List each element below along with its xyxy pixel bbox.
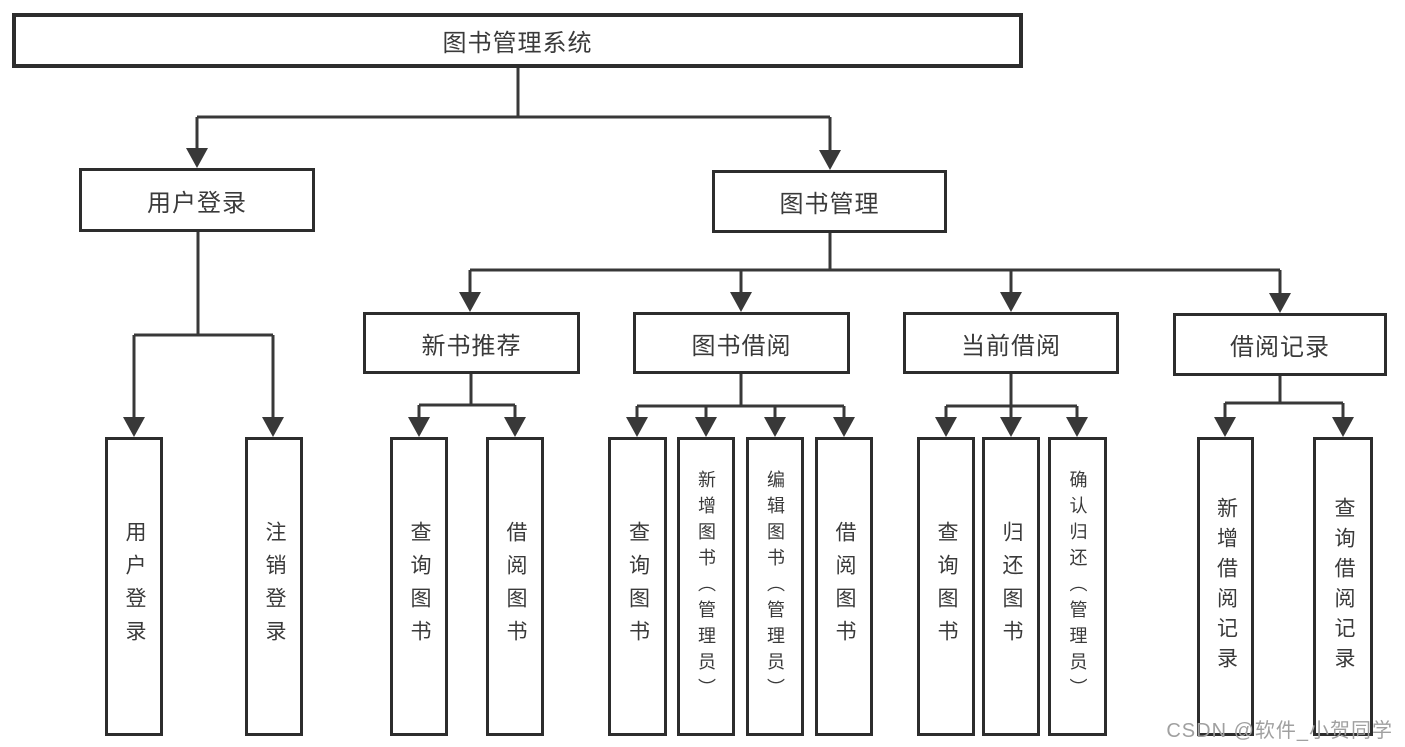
csdn-watermark: CSDN @软件_小贺同学 [1166,720,1393,742]
leaf-logout-login: 注销登录 [245,437,303,736]
leaf-records-add-record: 新增借阅记录 [1197,437,1254,736]
connector-current-to-leaves [935,372,1088,437]
node-user-login: 用户登录 [79,168,315,232]
connector-recommend-to-leaves [408,372,526,437]
node-book-management: 图书管理 [712,170,947,233]
leaf-current-confirm-return-admin: 确认归还（管理员） [1048,437,1107,736]
leaf-current-query-books: 查询图书 [917,437,975,736]
node-borrowing-records: 借阅记录 [1173,313,1387,376]
node-current-borrowing: 当前借阅 [903,312,1119,374]
node-new-book-recommend: 新书推荐 [363,312,580,374]
connector-mgmt-to-level3 [459,231,1291,313]
connector-borrow-to-leaves [626,372,855,437]
connector-root-to-level2 [186,66,841,170]
leaf-recommend-query-books: 查询图书 [390,437,448,736]
leaf-current-return-books: 归还图书 [982,437,1040,736]
node-library-management-system: 图书管理系统 [12,13,1023,68]
leaf-recommend-borrow-books: 借阅图书 [486,437,544,736]
connector-user-to-leaves [123,230,284,437]
leaf-borrow-borrow-books: 借阅图书 [815,437,873,736]
leaf-borrow-query-books: 查询图书 [608,437,667,736]
leaf-borrow-edit-books-admin: 编辑图书（管理员） [746,437,804,736]
node-book-borrowing: 图书借阅 [633,312,850,374]
connector-records-to-leaves [1214,374,1354,437]
leaf-borrow-add-books-admin: 新增图书（管理员） [677,437,735,736]
leaf-records-query-record: 查询借阅记录 [1313,437,1373,736]
leaf-user-login: 用户登录 [105,437,163,736]
